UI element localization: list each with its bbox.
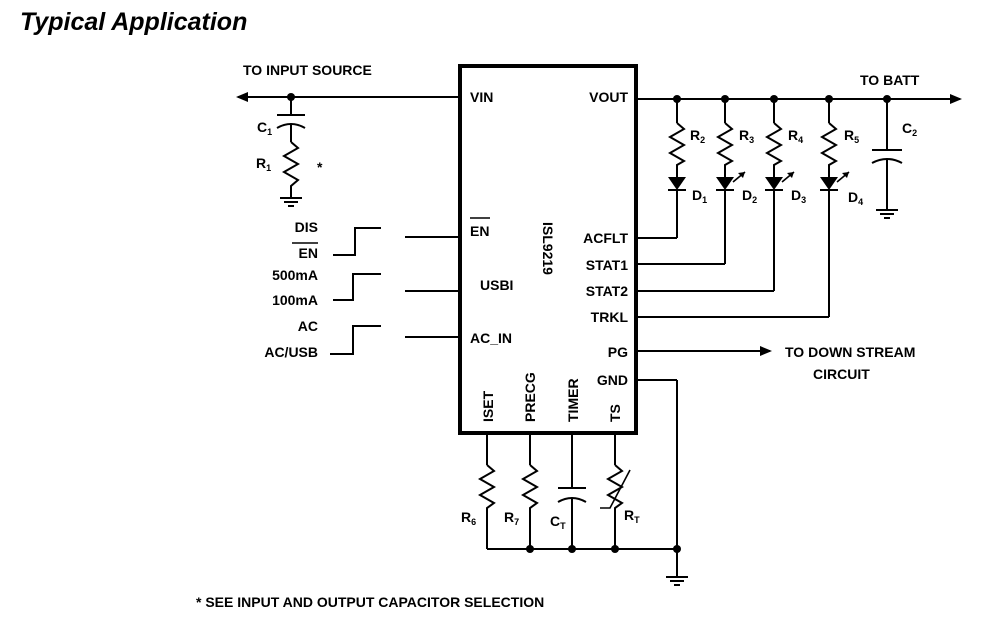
bus-junction-1	[526, 545, 534, 553]
pin-ts-label: TS	[607, 404, 623, 422]
ct-capacitor	[557, 433, 587, 549]
r3-label: R3	[739, 127, 754, 145]
r7-resistor	[520, 433, 540, 549]
pin-ac-in-label: AC_IN	[470, 330, 512, 346]
c1-label: C1	[257, 119, 272, 137]
c2-label: C2	[902, 120, 917, 138]
bus-junction-2	[568, 545, 576, 553]
pin-timer-label: TIMER	[565, 378, 581, 422]
r6-resistor	[477, 433, 497, 549]
pin-vout-label: VOUT	[589, 89, 628, 105]
usbi-step-symbol	[333, 273, 381, 301]
footnote: * SEE INPUT AND OUTPUT CAPACITOR SELECTI…	[196, 594, 544, 610]
ac-high-label: AC	[298, 318, 318, 334]
input-source-label: TO INPUT SOURCE	[243, 62, 372, 78]
en-step-symbol	[333, 227, 381, 256]
r1-note: *	[317, 159, 323, 175]
ic-part-label: ISL9219	[540, 222, 556, 275]
c1-r1-branch	[276, 97, 306, 207]
pin-precg-label: PRECG	[522, 372, 538, 422]
pin-en-label: EN	[470, 223, 489, 239]
pin-stat2-label: STAT2	[586, 283, 628, 299]
d4-label: D4	[848, 189, 863, 207]
ct-label: CT	[550, 513, 566, 531]
led-branch-1	[636, 99, 687, 239]
pin-trkl-label: TRKL	[591, 309, 629, 325]
usbi-high-label: 500mA	[272, 267, 318, 283]
gnd-wire	[636, 379, 688, 586]
ic-body	[458, 64, 638, 435]
rt-label: RT	[624, 507, 640, 525]
d3-label: D3	[791, 187, 806, 205]
en-high-label: DIS	[295, 219, 318, 235]
usbi-low-label: 100mA	[272, 292, 318, 308]
led-branch-4	[636, 99, 850, 318]
pin-vin-label: VIN	[470, 89, 493, 105]
ac-step-symbol	[330, 325, 381, 355]
pin-stat1-label: STAT1	[586, 257, 628, 273]
ac-low-label: AC/USB	[264, 344, 318, 360]
batt-label: TO BATT	[860, 72, 920, 88]
r6-label: R6	[461, 509, 476, 527]
rt-thermistor	[600, 433, 631, 549]
pin-pg-label: PG	[608, 344, 628, 360]
downstream-label-2: CIRCUIT	[813, 366, 870, 382]
en-low-label: EN	[299, 245, 318, 261]
r4-label: R4	[788, 127, 803, 145]
d2-label: D2	[742, 187, 757, 205]
d1-label: D1	[692, 187, 707, 205]
downstream-label-1: TO DOWN STREAM	[785, 344, 915, 360]
page-title: Typical Application	[20, 8, 248, 36]
pin-gnd-label: GND	[597, 372, 628, 388]
led-branch-3	[636, 99, 795, 292]
pin-acflt-label: ACFLT	[583, 230, 628, 246]
bus-junction-3	[611, 545, 619, 553]
r2-label: R2	[690, 127, 705, 145]
pin-usbi-label: USBI	[480, 277, 513, 293]
r1-label: R1	[256, 155, 271, 173]
c2-branch	[871, 99, 903, 219]
led-branch-2	[636, 99, 746, 265]
r7-label: R7	[504, 509, 519, 527]
pin-iset-label: ISET	[480, 390, 496, 422]
r5-label: R5	[844, 127, 859, 145]
